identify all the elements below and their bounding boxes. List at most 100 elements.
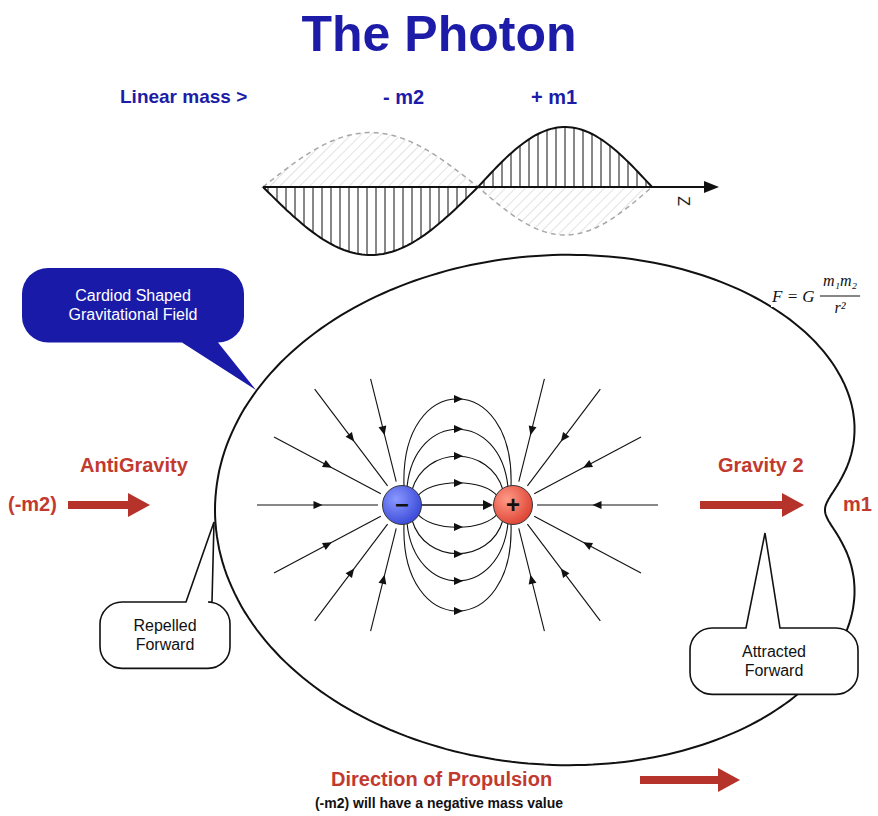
field-arrowhead [593, 501, 602, 509]
callout-bubble: Attracted Forward [690, 628, 858, 694]
field-line [274, 516, 381, 573]
ghost-wave [263, 133, 652, 235]
field-arrowhead [454, 479, 463, 487]
field-arrowhead [454, 523, 463, 531]
hatch-line [358, 187, 359, 254]
field-line [519, 379, 545, 482]
charge-sign: + [506, 493, 520, 517]
hatch-line [457, 187, 458, 208]
hatch-line [349, 187, 350, 252]
field-arrowhead [454, 452, 463, 460]
connector-arrowhead [483, 500, 493, 510]
hatch-line [277, 187, 278, 201]
field-arrowhead [454, 607, 463, 615]
field-line [407, 523, 508, 581]
hatch-line [295, 187, 296, 218]
hatch-line [376, 187, 377, 255]
force-arrow-shaft [68, 501, 130, 509]
hatch-line [502, 162, 503, 187]
field-arrowhead [454, 577, 463, 585]
callout-shape [22, 268, 244, 342]
field-arrowhead [346, 432, 355, 442]
force-label: AntiGravity [80, 454, 188, 477]
field-arrowhead [379, 575, 387, 585]
axis-label: Z [674, 196, 692, 206]
hatch-line [520, 146, 521, 187]
z-axis [263, 186, 706, 188]
hatch-line [367, 187, 368, 255]
connector-line [422, 504, 484, 505]
charge-sign: − [395, 493, 409, 517]
force-arrowhead [782, 493, 804, 517]
callout-bubble: Repelled Forward [100, 602, 230, 668]
hatch-line [421, 187, 422, 237]
hatch-line [592, 134, 593, 187]
field-line [412, 456, 503, 490]
hatch-line [493, 171, 494, 187]
formula-text: F = G [771, 287, 816, 307]
hatch-line [529, 139, 530, 187]
hatch-line [574, 128, 575, 187]
field-line [412, 520, 503, 554]
hatch-line [565, 127, 566, 187]
field-arrowhead [322, 460, 332, 468]
field-arrowhead [314, 501, 323, 509]
formula-numerator: m₁m₂ [822, 272, 858, 290]
hatch-line [583, 130, 584, 187]
field-arrowhead [561, 568, 570, 578]
hatch-line [286, 187, 287, 209]
force-arrowhead [718, 768, 740, 792]
callout-outline [22, 268, 256, 390]
callout-shape [100, 602, 230, 668]
fraction-bar [820, 295, 860, 296]
hatch-line [331, 187, 332, 244]
hatch-line [304, 187, 305, 225]
callout-text: Cardiod Shaped Gravitational Field [38, 286, 228, 324]
axis-arrowhead [704, 181, 719, 193]
diagram-title: The Photon [0, 6, 878, 64]
wave-hatch [268, 127, 646, 255]
field-line [519, 528, 545, 631]
field-line [404, 524, 511, 611]
hatch-line [628, 162, 629, 187]
force-arrow-shaft [640, 776, 718, 784]
field-arrowhead [583, 542, 593, 550]
field-line [371, 379, 397, 482]
force-arrowhead [128, 493, 150, 517]
diagram-caption: (-m2) will have a negative mass value [0, 795, 878, 811]
mass-wave [263, 127, 652, 255]
hatch-line [412, 187, 413, 243]
field-arrowhead [529, 575, 537, 585]
mass-label: (-m2) [8, 493, 57, 516]
hatch-line [448, 187, 449, 216]
hatch-line [385, 187, 386, 254]
hatch-line [637, 171, 638, 187]
callout-outline [690, 533, 858, 694]
force-arrow-shaft [700, 501, 782, 509]
hatch-line [601, 139, 602, 187]
hatch-line [610, 146, 611, 187]
formula-denominator: r² [834, 299, 847, 317]
axis-caption: Linear mass > [120, 86, 247, 108]
field-line [534, 437, 641, 494]
field-arrowhead [322, 542, 332, 550]
hatch-line [619, 153, 620, 187]
direction-label: Direction of Propulsion [330, 768, 553, 791]
field-arrowhead [529, 425, 537, 435]
hatch-line [466, 187, 467, 199]
radial-field-lines [257, 379, 658, 631]
field-line [534, 516, 641, 573]
callout-text: Attracted Forward [712, 642, 836, 680]
callout-bubble: Cardiod Shaped Gravitational Field [22, 268, 244, 342]
mass-label: - m2 [383, 86, 424, 109]
hatch-line [538, 134, 539, 187]
charge-circle: − [382, 485, 422, 525]
hatch-line [430, 187, 431, 231]
field-arrowhead [583, 460, 593, 468]
field-arrowhead [454, 425, 463, 433]
field-line [371, 528, 397, 631]
mass-label: + m1 [531, 86, 577, 109]
hatch-line [511, 153, 512, 187]
field-line [407, 429, 508, 487]
force-label: Gravity 2 [718, 454, 804, 477]
